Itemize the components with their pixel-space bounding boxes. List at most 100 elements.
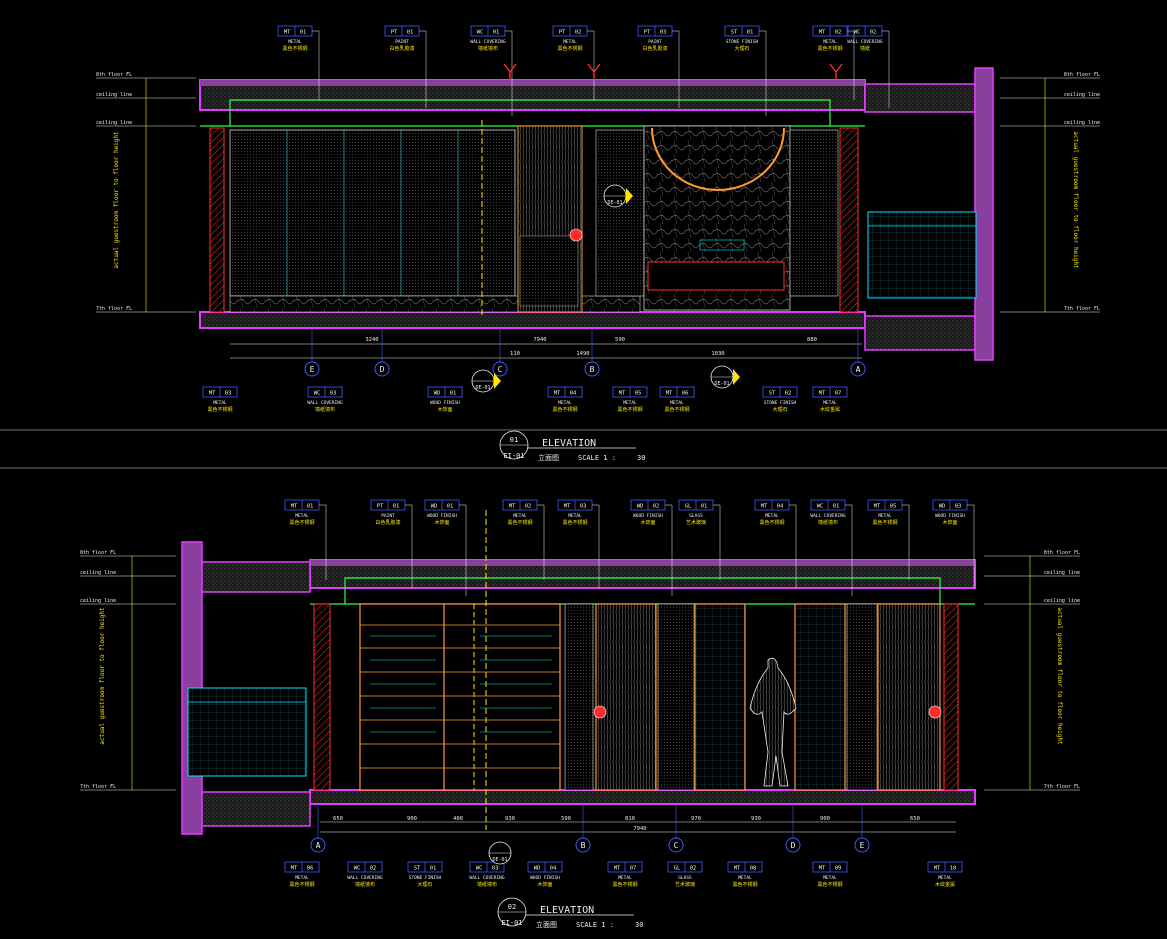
top-tag-e1-3-label1: METAL	[563, 39, 577, 45]
top-tag-e2-6-label2: 艺术玻璃	[686, 519, 706, 526]
bottom-tag-e1-5-num: 06	[682, 391, 689, 397]
left-slab-lower-2	[199, 791, 311, 827]
dim-e1-2: 7940	[533, 337, 546, 343]
top-tag-e2-8-num: 01	[833, 504, 840, 510]
level-label-right-e1-0: 8th floor FL	[1064, 72, 1100, 78]
top-tag-e2-1-label2: 白色乳胶漆	[375, 519, 400, 526]
top-tag-e1-2-label2: 墙纸墙布	[478, 45, 498, 52]
dim-e2-1: 900	[407, 816, 417, 822]
grid-bubble-e1-A-label: A	[856, 365, 861, 374]
top-tag-e2-2-code: WD	[431, 504, 438, 510]
top-tag-e2-1	[370, 499, 413, 588]
top-tag-e2-3	[502, 499, 545, 580]
level-markers-right-2	[984, 555, 1080, 791]
top-tag-e1-6-label1: METAL	[823, 39, 837, 45]
top-tag-e2-0-code: MT	[291, 504, 298, 510]
grid-bubble-e2-B: B	[575, 837, 591, 853]
top-tag-e2-5-label2: 木饰面	[640, 519, 655, 526]
right-wall-section	[839, 127, 859, 313]
grid-bubble-e2-D-label: D	[791, 841, 796, 850]
bottom-tag-e1-1-num: 03	[330, 391, 337, 397]
top-tag-e2-4-num: 03	[580, 504, 587, 510]
level-label-left-e1-1: ceiling line	[96, 92, 132, 98]
top-tag-e1-3-label2: 黑色不锈钢	[557, 45, 582, 52]
bottom-tag-e2-1-label2: 墙纸墙布	[355, 881, 375, 888]
level-label-left-e1-0: 8th floor FL	[96, 72, 132, 78]
bottom-tag-e1-0-code: MT	[209, 391, 216, 397]
top-tag-e2-5-label1: WOOD FINISH	[633, 513, 663, 519]
right-slab-lower	[864, 315, 976, 351]
right-column	[974, 67, 994, 361]
top-tag-e2-4-code: MT	[564, 504, 571, 510]
bottom-tag-e2-3-code: WC	[476, 866, 483, 872]
bottom-tag-e1-2-num: 01	[450, 391, 457, 397]
top-tag-e2-6-code: GL	[685, 504, 692, 510]
bottom-tag-e1-3-num: 04	[570, 391, 577, 397]
top-tag-e1-2	[470, 25, 513, 116]
bottom-tag-e2-5	[607, 861, 643, 873]
section-marker-e1-0	[471, 369, 501, 393]
top-tag-e2-5	[630, 499, 673, 596]
level-label-left-e2-0: 8th floor FL	[80, 550, 116, 556]
top-tag-e2-7-label2: 黑色不锈钢	[759, 519, 784, 526]
top-tag-e2-3-label1: METAL	[513, 513, 527, 519]
section-marker-e1-1	[603, 184, 633, 208]
grid-bubble-e2-A: A	[310, 837, 326, 853]
grid-bubble-e1-D: D	[374, 361, 390, 377]
grid-bubble-e2-C-label: C	[674, 841, 679, 850]
bottom-tag-e1-7-label2: 木纹金属	[820, 406, 840, 413]
bottom-tag-e1-1-label1: WALL COVERING	[307, 400, 343, 406]
bottom-tag-e1-3-label2: 黑色不锈钢	[552, 406, 577, 413]
top-tag-e2-9-code: MT	[874, 504, 881, 510]
bottom-tag-e1-0-label1: METAL	[213, 400, 227, 406]
top-tag-e2-10-num: 03	[955, 504, 962, 510]
section-marker-e1-0-label: DE-01	[475, 385, 490, 391]
level-label-right-e1-2: ceiling line	[1064, 120, 1100, 126]
top-tag-e2-3-code: MT	[509, 504, 516, 510]
dim-e2-0: 650	[333, 816, 343, 822]
top-tag-e2-9-label1: METAL	[878, 513, 892, 519]
dim-e2-3: 930	[505, 816, 515, 822]
elevation-01	[96, 67, 1100, 361]
bottom-tag-e2-6	[667, 861, 703, 873]
elevation-subtitle-02: 立面图	[536, 920, 557, 929]
top-tag-e2-9-num: 05	[890, 504, 897, 510]
top-tag-e1-4	[637, 25, 680, 108]
bottom-tag-e2-0-label1: METAL	[295, 875, 309, 881]
top-tag-e2-8	[810, 499, 853, 596]
elevation-scale-02: SCALE 1 : 30	[576, 921, 643, 929]
bottom-tag-e1-7-label1: METAL	[823, 400, 837, 406]
top-tag-e2-8-label1: WALL COVERING	[810, 513, 846, 519]
grid-bubble-e2-A-label: A	[316, 841, 321, 850]
top-tag-e2-5-num: 02	[653, 504, 660, 510]
light-fixture-icon	[503, 63, 517, 80]
grid-bubble-e2-C: C	[668, 837, 684, 853]
bottom-tag-e1-3-code: MT	[554, 391, 561, 397]
bottom-tag-e2-5-label2: 黑色不锈钢	[612, 881, 637, 888]
bottom-tag-e2-5-label1: METAL	[618, 875, 632, 881]
top-tag-e1-0-code: MT	[284, 30, 291, 36]
top-tag-e1-6-code: MT	[819, 30, 826, 36]
balcony-railing	[867, 211, 977, 299]
ceiling-outline-2	[344, 577, 941, 604]
bottom-tag-e2-8-label1: METAL	[823, 875, 837, 881]
bottom-tag-e1-7-num: 07	[835, 391, 842, 397]
section-marker-e2-0	[488, 841, 512, 865]
bottom-tag-e2-7-label1: METAL	[738, 875, 752, 881]
top-tag-e2-1-num: 01	[393, 504, 400, 510]
dim-e1-0: 3240	[365, 337, 378, 343]
bottom-tag-e1-5	[659, 386, 695, 398]
bottom-tag-e2-6-num: 02	[690, 866, 697, 872]
bottom-tag-e2-0	[284, 861, 320, 873]
top-tag-e2-2	[424, 499, 467, 596]
top-tag-e2-6-num: 01	[701, 504, 708, 510]
top-tag-e2-6	[678, 499, 721, 580]
bottom-tag-e2-8	[812, 861, 848, 873]
top-tag-e1-4-label2: 白色乳胶漆	[642, 45, 667, 52]
level-markers-left	[96, 77, 196, 313]
bottom-tag-e2-2-label2: 大理石	[417, 881, 432, 888]
dim-e2-9: 650	[910, 816, 920, 822]
right-slab-upper	[864, 83, 976, 113]
top-tag-e2-0	[284, 499, 327, 580]
